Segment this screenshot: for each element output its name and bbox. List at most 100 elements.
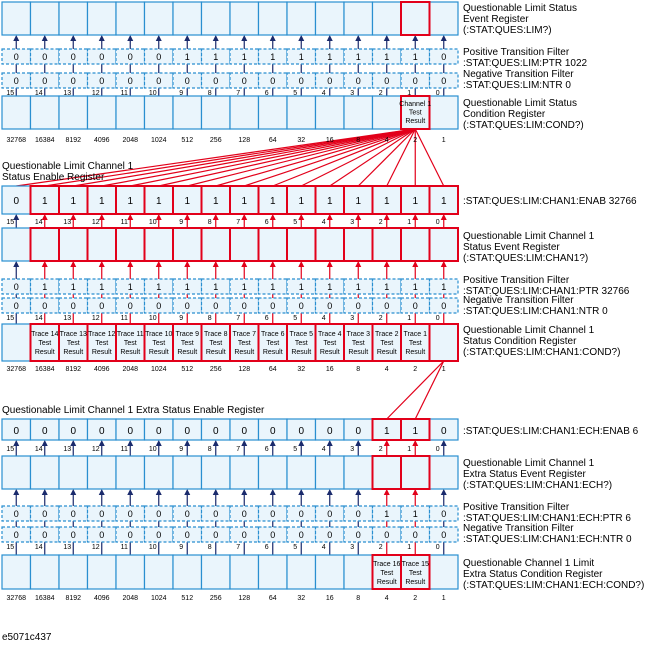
ech-ntr-value-bit-15: 0 (14, 530, 19, 540)
chan1-event-cell-bit-11 (115, 227, 146, 262)
ech-cond-cell-bit-13 (58, 554, 89, 590)
chan1-enable-arrow-bit-0-head (440, 214, 447, 220)
chan1-fan-line-bit-7 (244, 128, 416, 187)
ech-event-arrow-bit-9-head (184, 489, 191, 495)
ech-ntr-label-line-0: Negative Transition Filter (463, 523, 574, 534)
ech-cond-cell-bit-9 (172, 554, 203, 590)
ech-bit-number-12: 12 (92, 544, 100, 551)
ech-ntr-label-line-1: :STAT:QUES:LIM:CHAN1:ECH:NTR 0 (463, 534, 632, 545)
chan1-enable-arrow-bit-11-head (127, 214, 134, 220)
ech-enable-value-bit-3: 0 (355, 426, 361, 437)
ques-lim-bit-number-8: 8 (208, 90, 212, 97)
ech-ntr-value-bit-5: 0 (299, 530, 304, 540)
chan1-fan-line-bit-10 (158, 128, 416, 187)
ech-enable-title: Questionable Limit Channel 1 Extra Statu… (2, 405, 265, 416)
chan1-ntr-value-bit-9: 0 (185, 301, 190, 311)
chan1-enable-bit-number-10: 10 (149, 219, 157, 226)
chan1-trace-cell-9-result: Result (263, 349, 283, 356)
chan1-enable-arrow-bit-5-head (298, 214, 305, 220)
ques-lim-arrow-bit-13-head (70, 35, 77, 41)
ech-enable-value-bit-8: 0 (213, 426, 219, 437)
chan1-weight-3: 8 (356, 366, 360, 373)
chan1-fan-line-bit-11 (130, 128, 416, 187)
ech-event-arrow-bit-3-head (355, 489, 362, 495)
ques-lim-bit-number-12: 12 (92, 90, 100, 97)
chan1-ptr-label-line-1: :STAT:QUES:LIM:CHAN1:PTR 32766 (463, 286, 630, 297)
ques-lim-arrow-bit-14-head (41, 35, 48, 41)
chan1-ntr-value-bit-2: 0 (384, 301, 389, 311)
ech-cond-cell-bit-11 (115, 554, 146, 590)
ech-ptr-value-bit-1: 1 (413, 509, 418, 519)
ech-enable-command: :STAT:QUES:LIM:CHAN1:ECH:ENAB 6 (463, 426, 639, 437)
ques-lim-ntr-value-bit-4: 0 (327, 76, 332, 86)
chan1-event-arrow-bit-1-head (412, 261, 419, 267)
chan1-fan-line-bit-6 (272, 128, 416, 187)
ech-cond-label-line-2: (:STAT:QUES:LIM:CHAN1:ECH:COND?) (463, 580, 644, 591)
chan1-event-cell-bit-3 (343, 227, 374, 262)
chan1-fan-line-bit-15 (16, 128, 416, 187)
ques-lim-cond-cell-bit-8 (200, 95, 231, 130)
chan1-enable-bit-number-11: 11 (121, 219, 128, 226)
chan1-ptr-value-bit-14: 1 (42, 282, 47, 292)
ques-lim-ptr-value-bit-10: 0 (156, 52, 161, 62)
chan1-enable-cell-bit-6 (257, 185, 288, 215)
ques-lim-ntr-value-bit-6: 0 (270, 76, 275, 86)
ech-event-arrow-bit-4-head (326, 489, 333, 495)
ques-lim-ptr-value-bit-2: 1 (384, 52, 389, 62)
chan1-fan-line-bit-13 (73, 128, 416, 187)
ech-bit-number-3: 3 (350, 544, 354, 551)
ech-event-arrow-bit-1-head (412, 489, 419, 495)
chan1-ntr-value-bit-3: 0 (356, 301, 361, 311)
ech-trace-cell-0-name: Trace 16 (373, 561, 400, 568)
chan1-trace-cell-3-test: Test (95, 340, 108, 347)
chan1-bit-number-1: 1 (407, 315, 411, 322)
ques-lim-event-cell-bit-4 (314, 1, 345, 36)
chan1-event-arrow-bit-11-head (127, 261, 134, 267)
chan1-ptr-value-bit-15: 0 (14, 282, 19, 292)
chan1-enable-arrow-bit-9-head (184, 214, 191, 220)
chan1-ptr-value-bit-12: 1 (99, 282, 104, 292)
chan1-event-cell-bit-4 (314, 227, 345, 262)
ques-lim-weight-6: 64 (269, 137, 277, 144)
chan1-enable-value-bit-6: 1 (270, 196, 276, 207)
ech-enable-bit-number-7: 7 (236, 446, 240, 453)
chan1-weight-15: 32768 (7, 366, 27, 373)
chan1-weight-12: 4096 (94, 366, 110, 373)
ques-lim-ptr-value-bit-13: 0 (71, 52, 76, 62)
chan1-cond-cell-bit-7 (229, 323, 260, 362)
ques-lim-cond-cell-bit-4 (314, 95, 345, 130)
ech-enable-bit-number-10: 10 (149, 446, 157, 453)
chan1-fan-line-bit-14 (44, 128, 416, 187)
chan1-enable-value-bit-15: 0 (13, 196, 19, 207)
chan1-trace-cell-10-name: Trace 5 (290, 331, 314, 338)
chan1-ntr-label-line-1: :STAT:QUES:LIM:CHAN1:NTR 0 (463, 306, 608, 317)
chan1-event-cell-bit-9 (172, 227, 203, 262)
chan1-trace-cell-11-result: Result (320, 349, 340, 356)
ques-lim-ntr-cell-bit-0 (428, 72, 459, 89)
chan1-event-arrow-bit-12-head (98, 261, 105, 267)
chan1-fan-line-bit-5 (300, 128, 416, 187)
ech-enable-arrow-bit-2-head (383, 440, 390, 446)
ech-weight-14: 16384 (35, 595, 55, 602)
chan1-ptr-value-bit-0: 1 (441, 282, 446, 292)
ech-weight-2: 4 (385, 595, 389, 602)
ech-cond-label-line-0: Questionable Channel 1 Limit (463, 558, 594, 569)
ques-lim-bit-number-5: 5 (293, 90, 297, 97)
chan1-enable-cell-bit-15 (1, 185, 32, 215)
chan1-bit-number-12: 12 (92, 315, 100, 322)
ech-enable-value-bit-5: 0 (298, 426, 304, 437)
chan1-fan-line-bit-8 (215, 128, 416, 187)
chan1-cond-label-line-2: (:STAT:QUES:LIM:CHAN1:COND?) (463, 347, 620, 358)
chan1-ptr-value-bit-13: 1 (71, 282, 76, 292)
chan1-event-arrow-bit-14-head (41, 261, 48, 267)
ques-lim-bit-number-6: 6 (265, 90, 269, 97)
ech-enable-highlight-bit-1 (400, 418, 431, 441)
ques-lim-event-bit-1-highlight (400, 1, 431, 36)
chan1-fan-line-bit-0 (414, 128, 445, 187)
chan1-ntr-value-bit-10: 0 (156, 301, 161, 311)
chan1-enable-bit-number-7: 7 (236, 219, 240, 226)
chan1-trace-cell-3-name: Trace 12 (88, 331, 115, 338)
ques-lim-event-label-line-0: Questionable Limit Status (463, 3, 577, 14)
chan1-trace-cell-5-name: Trace 10 (145, 331, 172, 338)
